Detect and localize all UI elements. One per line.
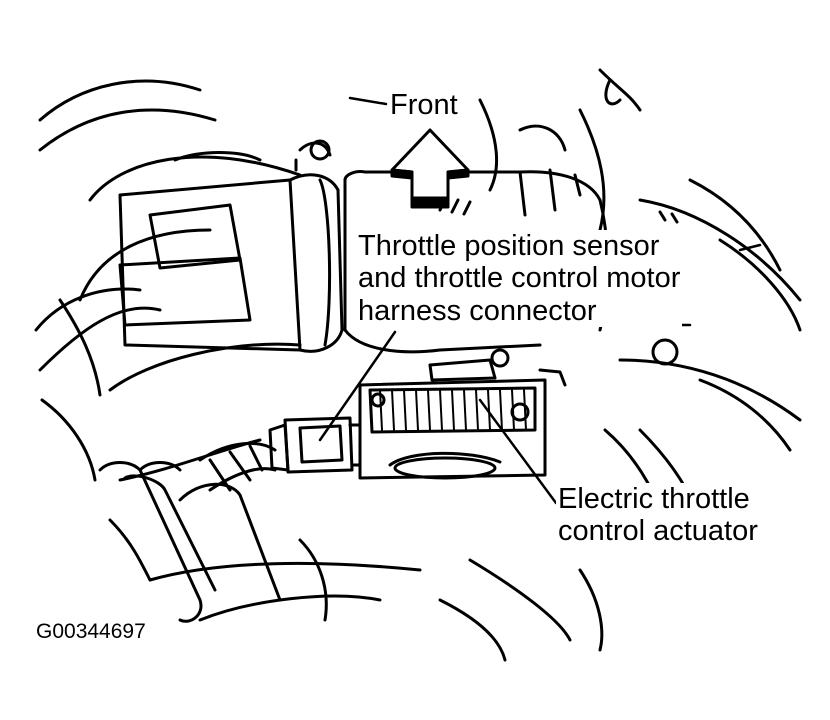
tps-harness-connector-label: Throttle position sensor and throttle co… <box>356 230 683 328</box>
figure-id: G00344697 <box>36 620 146 643</box>
leader-tps-connector <box>318 330 397 442</box>
leader-actuator <box>478 398 558 505</box>
harness-connector <box>268 416 362 474</box>
wiring-harness <box>98 441 282 623</box>
leader-tps-top <box>738 243 762 252</box>
leader-front <box>348 96 388 106</box>
tps-label-line-3: harness connector <box>358 294 597 327</box>
tps-label-line-1: Throttle position sensor <box>358 230 660 262</box>
front-direction-arrow <box>390 128 470 209</box>
air-intake-duct <box>78 139 344 392</box>
actuator-label-line-1: Electric throttle <box>558 483 750 515</box>
front-label: Front <box>390 89 458 121</box>
background-engine-lines <box>34 68 802 662</box>
throttle-actuator-label: Electric throttle control actuator <box>556 483 760 548</box>
tps-label-line-2: and throttle control motor <box>358 262 681 295</box>
actuator-label-line-2: control actuator <box>558 515 758 548</box>
throttle-actuator <box>358 348 567 480</box>
